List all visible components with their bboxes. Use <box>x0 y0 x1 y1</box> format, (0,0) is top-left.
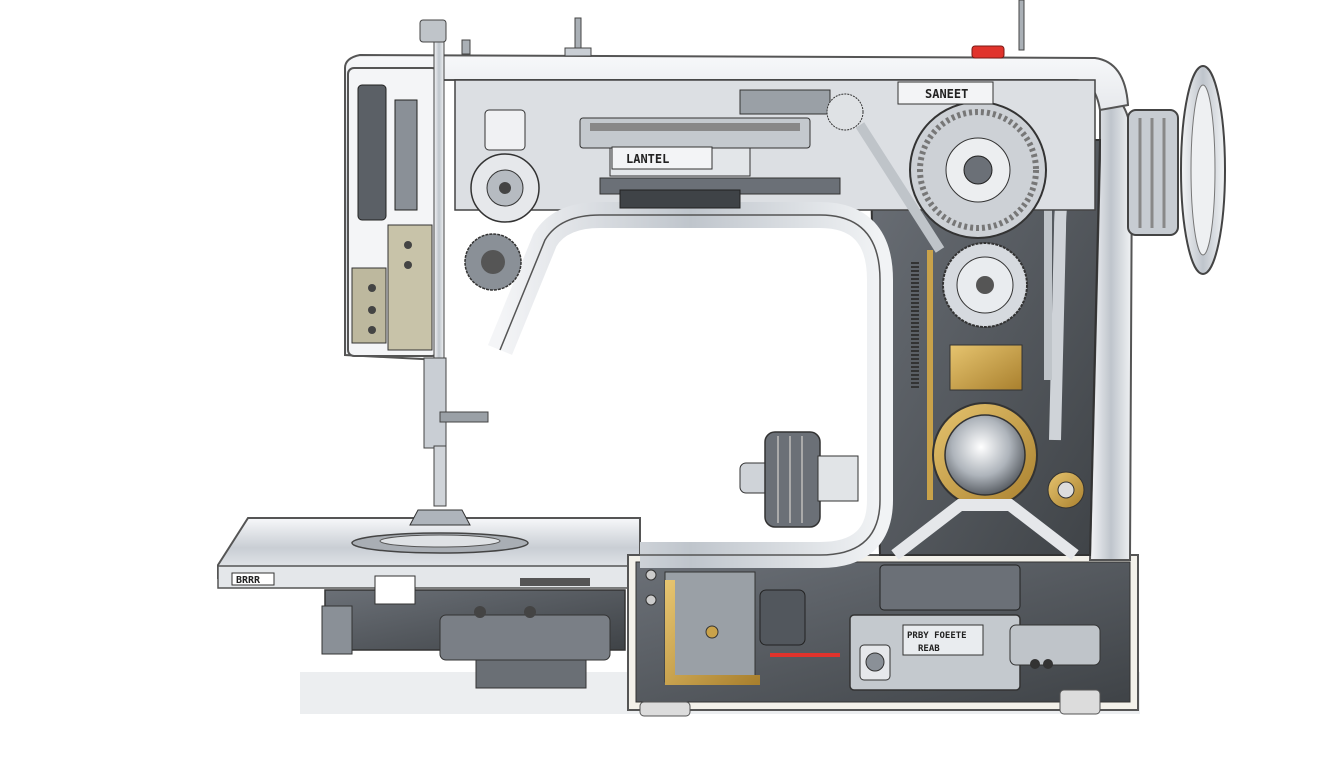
center-label-text: LANTEL <box>626 152 669 166</box>
top-details <box>461 0 1025 59</box>
machine-head <box>347 19 489 526</box>
bed-label-plate: BRRR <box>231 572 590 605</box>
machine-bed <box>217 517 641 689</box>
motor-label-text: PRBY FOEETE <box>907 631 967 641</box>
top-label-plate: SANEET <box>897 81 994 105</box>
center-label-plate: LANTEL <box>611 146 713 170</box>
red-button <box>971 45 1005 59</box>
bed-label-text: BRRR <box>236 575 261 586</box>
motor-label-plate: PRBY FOEETE REAB <box>902 624 984 656</box>
top-label-text: SANEET <box>925 87 968 101</box>
handwheel <box>1127 65 1226 275</box>
lower-cabinet <box>627 554 1139 717</box>
bobbin-winder <box>739 431 859 528</box>
motor-label-text-2: REAB <box>918 644 940 654</box>
